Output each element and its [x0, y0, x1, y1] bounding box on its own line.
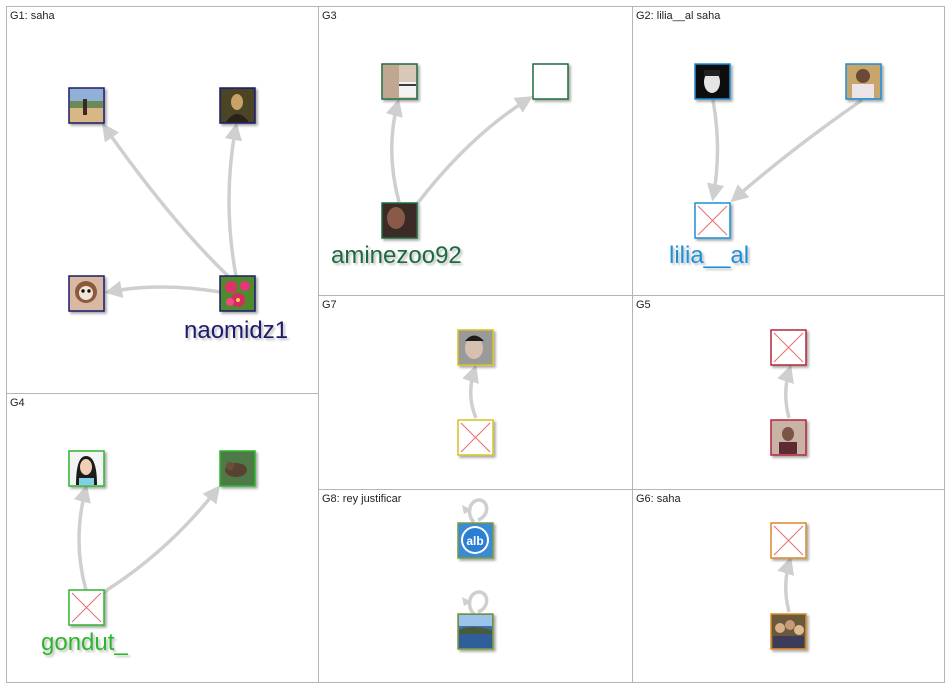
edge-g7: [471, 368, 476, 418]
edge-g1-1: [104, 126, 228, 276]
group-title-g4: G4: [10, 397, 25, 409]
node-g5-broken-image[interactable]: [771, 330, 806, 365]
node-g2-hub-broken-image[interactable]: [695, 203, 730, 238]
node-g7-person[interactable]: [458, 330, 493, 365]
node-g4-hub-broken-image[interactable]: [69, 590, 104, 625]
edge-g2-1: [713, 100, 718, 198]
panel-g7: [319, 296, 633, 490]
node-g5-person[interactable]: [771, 420, 806, 455]
edge-g4-2: [104, 488, 218, 592]
edge-g8-loop-1: [469, 500, 486, 522]
group-title-g7: G7: [322, 299, 337, 311]
panel-g6: [633, 490, 945, 683]
node-g8-alb-logo[interactable]: alb: [458, 523, 493, 558]
edge-g3-1: [392, 102, 399, 202]
edge-g1-2: [229, 126, 236, 276]
alb-logo-text: alb: [466, 534, 483, 548]
node-g3-hub[interactable]: [382, 203, 417, 238]
group-title-g8: G8: rey justificar: [322, 493, 402, 505]
edge-g8-loop-2: [469, 592, 486, 614]
node-g3-empty[interactable]: [533, 64, 568, 99]
edge-g6: [786, 560, 790, 612]
node-g8-lake[interactable]: [458, 614, 493, 649]
node-g4-woman[interactable]: [69, 451, 104, 486]
edge-g2-2: [733, 100, 862, 200]
edge-g4-1: [79, 488, 86, 590]
label-aminezoo92: aminezoo92: [331, 242, 462, 269]
node-g6-group-photo[interactable]: [771, 614, 806, 649]
label-lilia-al: lilia__al: [669, 242, 749, 269]
node-g1-landscape[interactable]: [69, 88, 104, 123]
node-g1-toy[interactable]: [69, 276, 104, 311]
group-title-g5: G5: [636, 299, 651, 311]
edge-g3-2: [417, 98, 530, 204]
node-g7-broken-image[interactable]: [458, 420, 493, 455]
node-g2-bw[interactable]: [695, 64, 730, 99]
group-title-g6: G6: saha: [636, 493, 682, 505]
panel-g5: [633, 296, 945, 490]
node-g1-flowers[interactable]: [220, 276, 255, 311]
group-title-g3: G3: [322, 10, 337, 22]
group-title-g1: G1: saha: [10, 10, 56, 22]
node-g1-portrait[interactable]: [220, 88, 255, 123]
node-g6-broken-image[interactable]: [771, 523, 806, 558]
node-g2-person[interactable]: [846, 64, 881, 99]
label-gondut: gondut_: [41, 629, 128, 656]
edge-g1-3: [108, 287, 220, 292]
label-naomidz1: naomidz1: [184, 317, 288, 344]
node-g3-photo[interactable]: [382, 64, 417, 99]
panel-g8: [319, 490, 633, 683]
node-g4-otter[interactable]: [220, 451, 255, 486]
group-title-g2: G2: lilia__al saha: [636, 10, 721, 22]
edge-g5: [786, 368, 790, 418]
